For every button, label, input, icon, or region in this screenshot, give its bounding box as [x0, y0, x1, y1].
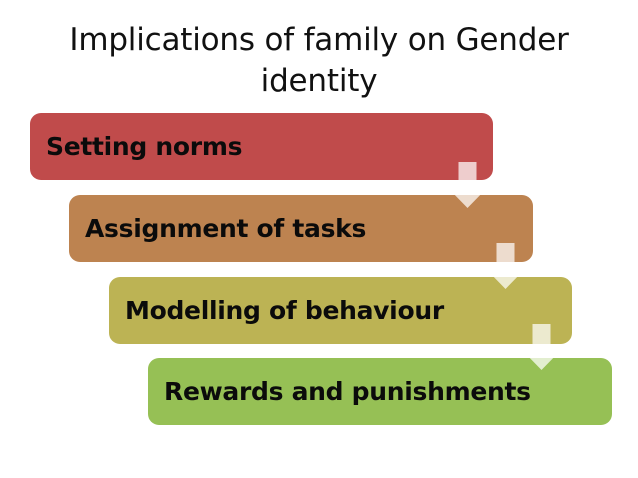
process-step-3[interactable]: Modelling of behaviour	[109, 277, 572, 344]
process-step-3-label: Modelling of behaviour	[125, 296, 444, 325]
process-step-2[interactable]: Assignment of tasks	[69, 195, 533, 262]
process-step-4-label: Rewards and punishments	[164, 377, 531, 406]
process-step-2-label: Assignment of tasks	[85, 214, 367, 243]
page-title: Implications of family on Gender identit…	[69, 22, 569, 99]
process-step-1[interactable]: Setting norms	[30, 113, 493, 180]
process-step-1-label: Setting norms	[46, 132, 243, 161]
process-step-4[interactable]: Rewards and punishments	[148, 358, 612, 425]
